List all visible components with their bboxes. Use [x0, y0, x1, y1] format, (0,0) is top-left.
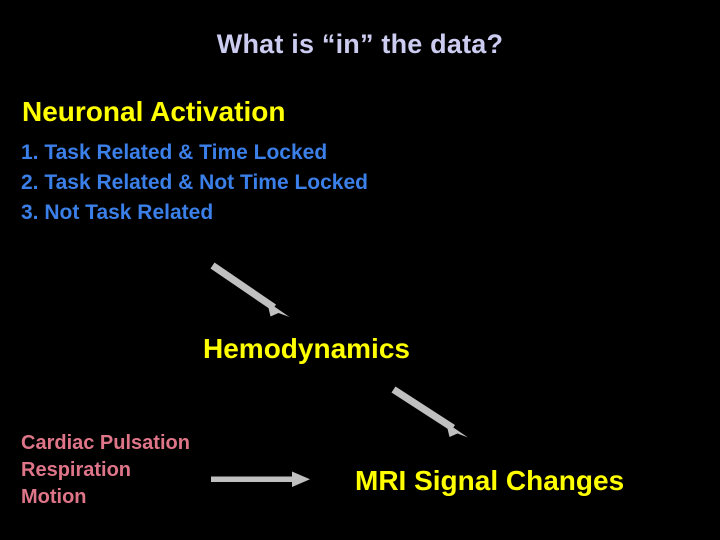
- list-item: Cardiac Pulsation: [21, 432, 190, 454]
- list-item: 2. Task Related & Not Time Locked: [21, 171, 368, 194]
- mri-signal-changes-label: MRI Signal Changes: [355, 465, 625, 496]
- arrow-neuronal-to-hemodynamics-icon: [210, 262, 290, 317]
- page-title: What is “in” the data?: [216, 29, 504, 59]
- list-item: 3. Not Task Related: [21, 201, 214, 224]
- list-item: 1. Task Related & Time Locked: [21, 141, 328, 164]
- physiological-artifacts-list: Cardiac Pulsation Respiration Motion: [21, 430, 190, 511]
- list-item: Motion: [21, 486, 87, 508]
- arrow-hemodynamics-to-mri-icon: [391, 386, 468, 438]
- arrow-artifacts-to-mri-icon: [211, 471, 310, 487]
- neuronal-activation-list: 1. Task Related & Time Locked 2. Task Re…: [21, 138, 368, 228]
- list-item: Respiration: [21, 459, 132, 481]
- neuronal-activation-heading: Neuronal Activation: [22, 96, 286, 127]
- hemodynamics-label: Hemodynamics: [203, 333, 410, 364]
